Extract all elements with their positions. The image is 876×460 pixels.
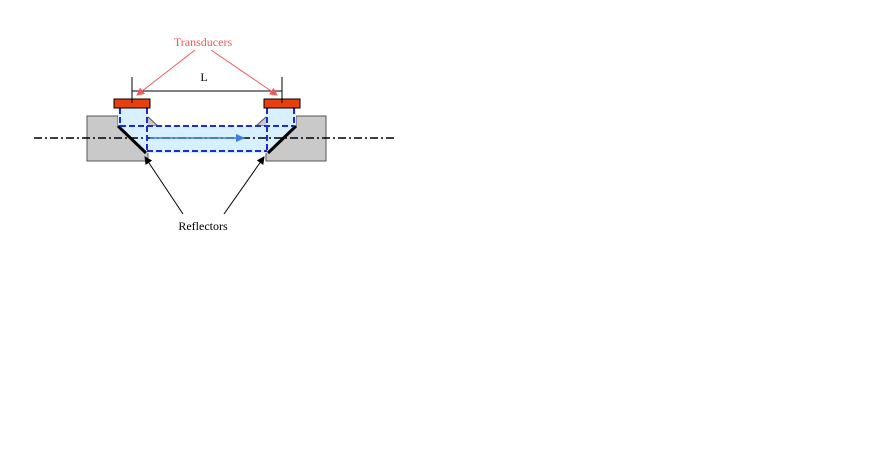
- transducers-leader-left: [136, 49, 196, 96]
- reflector-left: [116, 124, 148, 155]
- reflectors-leader-left: [144, 156, 184, 215]
- reflectors-label: Reflectors: [178, 219, 228, 233]
- transducers-leader-right: [210, 49, 278, 96]
- fluid-channel: [118, 106, 296, 153]
- length-label: L: [200, 70, 207, 84]
- housing-shoulder-right: [254, 114, 268, 127]
- reflectors-leader-right: [223, 156, 265, 215]
- reflector-right: [266, 124, 298, 155]
- ultrasonic-path: [119, 108, 295, 152]
- housing-shoulder-left: [146, 114, 160, 127]
- transducers-label: Transducers: [174, 35, 233, 49]
